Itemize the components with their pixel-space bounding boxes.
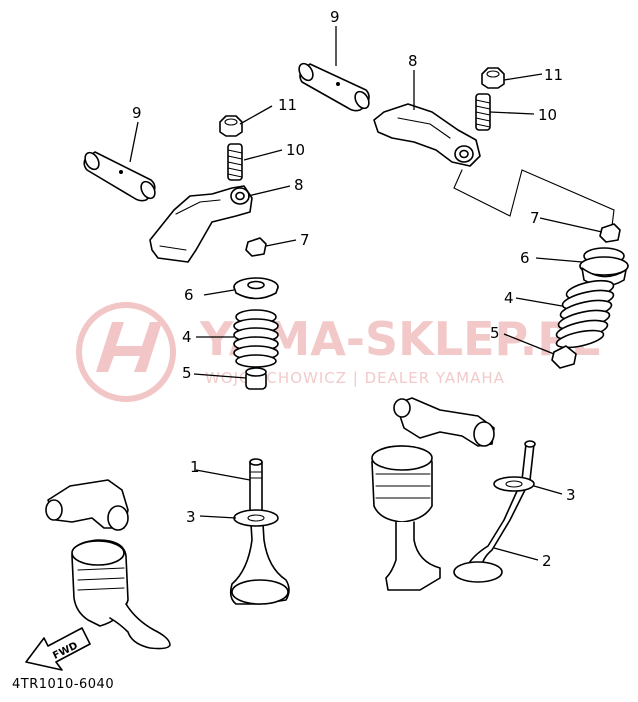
- leader-lines: [129, 26, 603, 561]
- adjust-nut-right: [481, 67, 505, 89]
- watermark-subtitle: WOJCIECHOWICZ | DEALER YAMAHA: [205, 369, 505, 387]
- callout-11-left: 11: [278, 96, 297, 114]
- callout-2: 2: [542, 552, 552, 570]
- adjust-screw-left: [227, 143, 243, 181]
- callouts: 9 11 10 8 7 6 4 5 1 3 9 8 11 10 7 6 4 5 …: [132, 8, 576, 570]
- rocker-arm-right: [373, 103, 481, 167]
- valve-spring-right: [555, 279, 615, 349]
- callout-8-left: 8: [294, 176, 304, 194]
- valve-cotter-right: [599, 223, 621, 243]
- tappet-lower-right: [371, 397, 495, 591]
- valve-cotter-left: [245, 237, 267, 257]
- connector-bracket: [453, 169, 615, 227]
- callout-1: 1: [190, 458, 200, 476]
- forward-arrow: FWD: [25, 627, 91, 671]
- callout-7-left: 7: [300, 231, 310, 249]
- spring-retainer-right: [579, 247, 629, 287]
- valve-stem-seal-left: [245, 367, 267, 390]
- valve-stem-seal-right: [551, 345, 577, 369]
- callout-6-left: 6: [184, 286, 194, 304]
- callout-5-right: 5: [490, 324, 500, 342]
- callout-9-left: 9: [132, 104, 142, 122]
- callout-8-right: 8: [408, 52, 418, 70]
- callout-5-left: 5: [182, 364, 192, 382]
- callout-4-right: 4: [504, 289, 514, 307]
- rocker-arm-left: [149, 185, 253, 263]
- callout-10-left: 10: [286, 141, 305, 159]
- rocker-shaft-right: [298, 62, 370, 112]
- intake-valve: [229, 458, 290, 605]
- callout-10-right: 10: [538, 106, 557, 124]
- tappet-lower-left: [45, 479, 171, 650]
- callout-4-left: 4: [182, 328, 192, 346]
- watermark-logo: [76, 302, 176, 402]
- adjust-nut-left: [219, 115, 243, 137]
- callout-3-right: 3: [566, 486, 576, 504]
- valve-spring-left: [233, 309, 279, 368]
- exhaust-valve: [453, 440, 536, 583]
- callout-3-left: 3: [186, 508, 196, 526]
- spring-retainer-left: [233, 277, 279, 300]
- drawing-code: 4TR1010-6040: [12, 677, 114, 692]
- watermark: YAMA-SKLEP.PL WOJCIECHOWICZ | DEALER YAM…: [76, 302, 600, 402]
- callout-11-right: 11: [544, 66, 563, 84]
- callout-9-right: 9: [330, 8, 340, 26]
- callout-6-right: 6: [520, 249, 530, 267]
- rocker-shaft-left: [83, 151, 156, 202]
- adjust-screw-right: [475, 93, 491, 131]
- callout-7-right: 7: [530, 209, 540, 227]
